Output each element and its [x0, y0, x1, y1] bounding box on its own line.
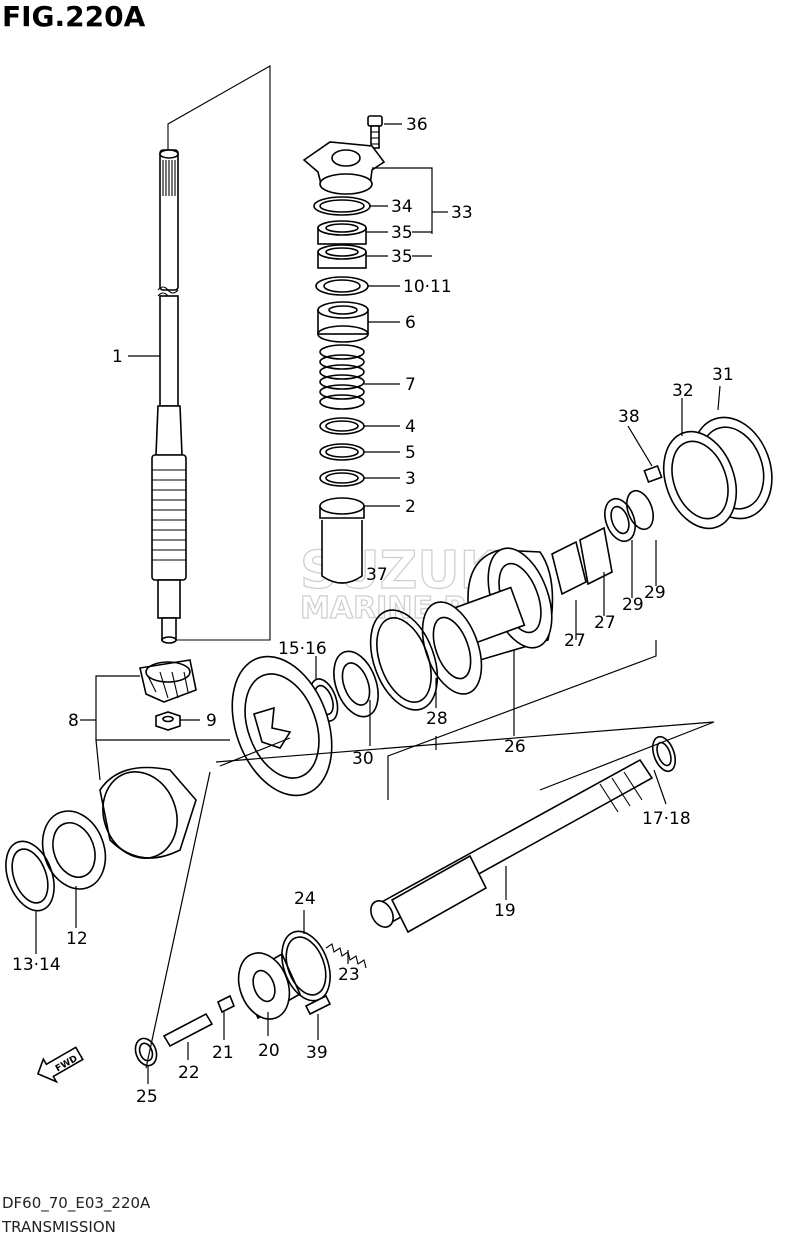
callout-35-lower: 35: [391, 247, 413, 267]
callout-29-right: 29: [644, 583, 666, 603]
shaft-housing-26: [309, 547, 554, 722]
callout-27-lower: 27: [564, 631, 586, 651]
callout-13-14: 13·14: [12, 955, 61, 975]
callout-27-upper: 27: [594, 613, 616, 633]
callout-35-upper: 35: [391, 223, 413, 243]
callout-19: 19: [494, 901, 516, 921]
callout-6: 6: [405, 313, 416, 333]
leader-lines: [35, 123, 721, 1084]
callout-5: 5: [405, 443, 416, 463]
drawing-code: DF60_70_E03_220A: [2, 1194, 151, 1212]
drive-shaft: [151, 149, 187, 644]
callout-8: 8: [68, 711, 79, 731]
callout-labels: 36 34 33 35 35 10·11 6 1 7 4 5 3 2 37 31…: [12, 115, 734, 1107]
pump-housing-36-33: [302, 115, 386, 195]
callout-17-18: 17·18: [642, 809, 691, 829]
callout-21: 21: [212, 1043, 234, 1063]
callout-4: 4: [405, 417, 416, 437]
callout-37: 37: [366, 565, 388, 585]
propeller-shaft-19: [370, 735, 677, 934]
callout-25: 25: [136, 1087, 158, 1107]
callout-23: 23: [338, 965, 360, 985]
callout-20: 20: [258, 1041, 280, 1061]
callout-39: 39: [306, 1043, 328, 1063]
nut-9: [155, 711, 181, 731]
callout-30: 30: [352, 749, 374, 769]
callout-10-11: 10·11: [403, 277, 452, 297]
figure-title: FIG.220A: [2, 0, 146, 33]
callout-31: 31: [712, 365, 734, 385]
callout-24: 24: [294, 889, 316, 909]
callout-1: 1: [112, 347, 123, 367]
bevel-gear-forward: [231, 655, 333, 797]
pin-39: [304, 994, 332, 1016]
callout-34: 34: [391, 197, 413, 217]
bevel-gear-reverse: [5, 766, 197, 912]
cover-and-ring-31-32: [551, 416, 773, 596]
callout-28: 28: [426, 709, 448, 729]
callout-2: 2: [405, 497, 416, 517]
pinion-gear-8: [139, 659, 197, 703]
forward-arrow-icon: [36, 1046, 84, 1084]
callout-32: 32: [672, 381, 694, 401]
callout-22: 22: [178, 1063, 200, 1083]
callout-33: 33: [451, 203, 473, 223]
section-name: TRANSMISSION: [2, 1218, 116, 1236]
callout-12: 12: [66, 929, 88, 949]
callout-36: 36: [406, 115, 428, 135]
clutch-dog-20: [237, 930, 331, 1020]
callout-29-left: 29: [622, 595, 644, 615]
pin-21-22: [134, 994, 236, 1067]
callout-7: 7: [405, 375, 416, 395]
bearing-stack: [313, 196, 371, 584]
callout-26: 26: [504, 737, 526, 757]
group-outline-driveshaft: [167, 65, 271, 641]
callout-9: 9: [206, 711, 217, 731]
forward-direction-badge: FWD: [36, 1046, 84, 1084]
callout-3: 3: [405, 469, 416, 489]
callout-38: 38: [618, 407, 640, 427]
callout-15-16: 15·16: [278, 639, 327, 659]
